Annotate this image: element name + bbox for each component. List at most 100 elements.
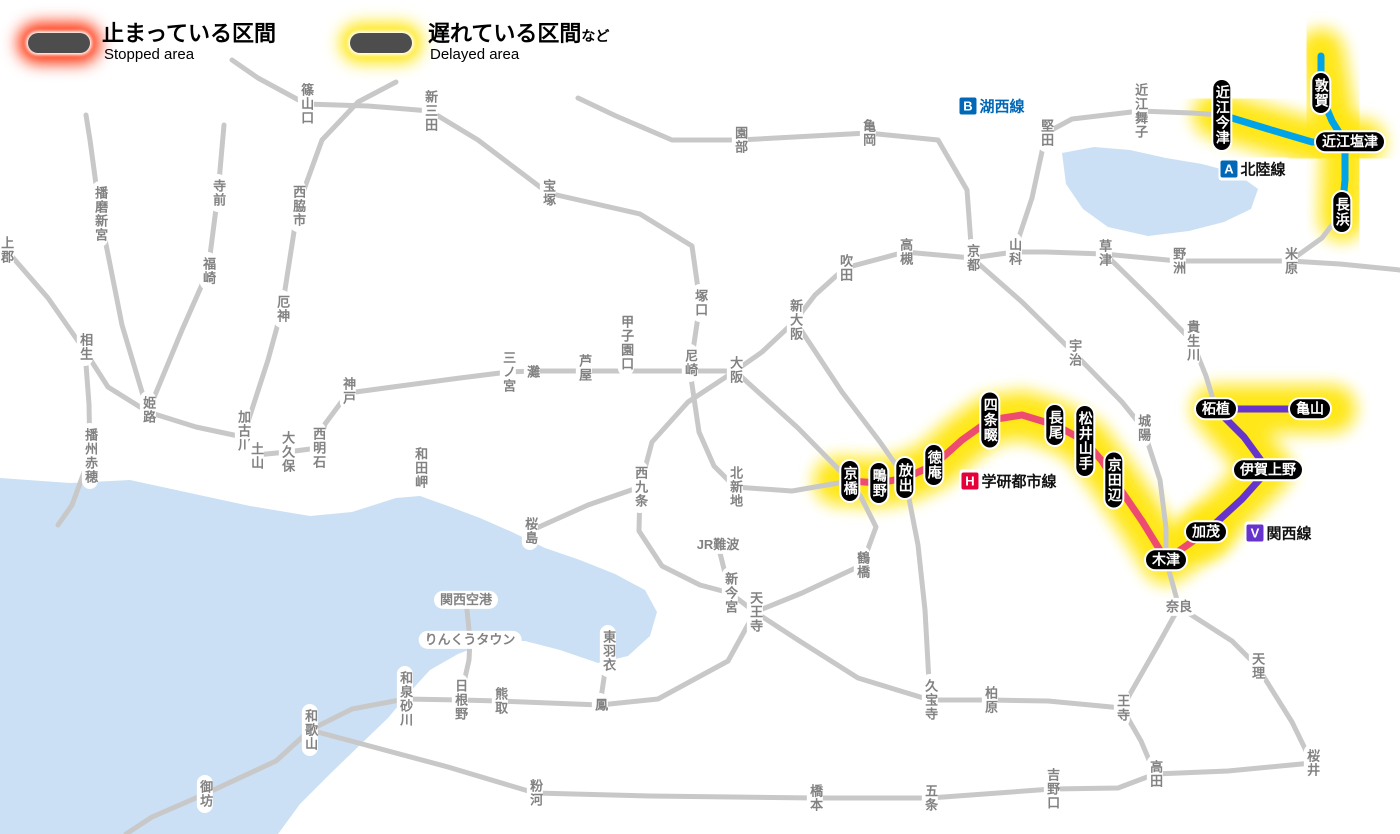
station-label: 天王寺 <box>746 586 764 638</box>
station-label: 亀岡 <box>859 114 877 152</box>
rail-tozai-line <box>687 368 853 494</box>
station-label: 西脇市 <box>289 180 307 232</box>
water-area <box>0 478 657 834</box>
rail-kyoto-line <box>732 249 975 374</box>
station-label: 草津 <box>1095 234 1113 272</box>
station-label: 姫路 <box>139 391 157 429</box>
rail-biwako-line <box>969 249 1400 273</box>
station-label: 甲子園口 <box>617 310 635 376</box>
station-label: 上郡 <box>0 231 15 269</box>
station-label: 園部 <box>731 121 749 159</box>
station-label: 加古川 <box>234 405 252 457</box>
rail-sanin-line <box>575 95 975 261</box>
station-label: 山科 <box>1005 233 1023 271</box>
rail-sakurai-line <box>1176 604 1315 766</box>
station-label: 長尾 <box>1046 405 1064 445</box>
station-label: 柏原 <box>981 681 999 719</box>
rail-sakurai-takada <box>1152 760 1315 777</box>
station-label: 東羽衣 <box>599 625 617 677</box>
rail-nara-line <box>969 255 1169 563</box>
station-label: 木津 <box>1146 550 1186 570</box>
station-label: 西明石 <box>309 422 327 474</box>
station-label: 敦賀 <box>1312 73 1330 113</box>
station-label: 和泉砂川 <box>396 666 414 732</box>
rail-kosei-line-gray <box>1011 108 1225 255</box>
station-label: 桜島 <box>521 512 539 550</box>
station-label: 日根野 <box>451 674 469 726</box>
line-name-label: 北陸線 <box>1240 161 1286 179</box>
station-label: 高田 <box>1146 755 1164 793</box>
station-label: 北新地 <box>726 461 744 513</box>
rail-kakogawa-line <box>240 79 399 440</box>
station-label: 四条畷 <box>981 392 999 448</box>
delayed-area-label-suffix: など <box>581 28 610 44</box>
rail-osaka-higashi-north <box>792 318 908 481</box>
station-label: 久宝寺 <box>921 674 939 726</box>
station-label: 塚口 <box>691 284 709 322</box>
station-label: 鴫野 <box>870 463 888 503</box>
station-label: りんくうタウン <box>418 630 522 650</box>
station-label: 三ノ宮 <box>499 346 517 398</box>
station-label: 寺前 <box>209 174 227 212</box>
station-label: 野洲 <box>1169 242 1187 280</box>
station-label: 近江塩津 <box>1316 132 1384 152</box>
station-label: 熊取 <box>491 682 509 720</box>
station-label: 王寺 <box>1113 689 1131 727</box>
water-area <box>1062 147 1258 236</box>
station-label: 柘植 <box>1196 399 1236 419</box>
station-label: 粉河 <box>526 774 544 812</box>
station-label: 奈良 <box>1159 597 1199 617</box>
station-label: 天理 <box>1248 647 1266 685</box>
station-label: 城陽 <box>1134 409 1152 447</box>
line-letter-icon: H <box>961 472 979 490</box>
legend: 止まっている区間 Stopped area 遅れている区間など Delayed … <box>0 0 700 80</box>
line-name-label: 関西線 <box>1266 525 1312 543</box>
station-label: 相生 <box>76 328 94 366</box>
station-label: 宇治 <box>1065 334 1083 372</box>
station-label: 西九条 <box>631 461 649 513</box>
line-name-label: 学研都市線 <box>981 473 1057 491</box>
rail-osaka-higashi-south <box>902 475 933 703</box>
station-label: 福崎 <box>199 252 217 290</box>
station-label: 堅田 <box>1037 114 1055 152</box>
station-label: 播州赤穂 <box>81 423 99 489</box>
station-label: JR難波 <box>690 535 746 555</box>
rail-sakurajima-line <box>527 484 643 534</box>
station-label: 橋本 <box>806 779 824 817</box>
station-label: 灘 <box>523 360 541 384</box>
station-label: 伊賀上野 <box>1234 460 1302 480</box>
line-letter-icon: V <box>1246 524 1264 542</box>
station-label: 和田岬 <box>411 442 429 494</box>
station-label: 五条 <box>921 779 939 817</box>
delayed-area-label-jp: 遅れている区間など <box>428 16 609 48</box>
station-label: 吉野口 <box>1043 763 1061 815</box>
station-label: 近江今津 <box>1213 80 1231 150</box>
station-label: 米原 <box>1281 242 1299 280</box>
rail-fukuchiyama-line <box>229 57 703 374</box>
station-label: 長浜 <box>1333 192 1351 232</box>
station-label: 篠山口 <box>297 78 315 130</box>
station-label: 亀山 <box>1290 399 1330 419</box>
station-label: 尼崎 <box>681 344 699 382</box>
station-label: 厄神 <box>273 290 291 328</box>
station-label: 和歌山 <box>301 704 319 756</box>
rail-yamatoji-west <box>752 609 1125 711</box>
station-label: 松井山手 <box>1076 406 1094 476</box>
station-label: 関西空港 <box>433 590 499 610</box>
stopped-area-swatch <box>28 33 90 53</box>
rail-loop-line-west <box>636 368 758 615</box>
station-label: 神戸 <box>339 372 357 410</box>
station-label: 大久保 <box>278 426 296 478</box>
station-label: 宝塚 <box>539 174 557 212</box>
station-label: 新今宮 <box>721 567 739 619</box>
station-label: 大阪 <box>726 351 744 389</box>
station-label: 京橋 <box>841 461 859 501</box>
rail-wakayama-line <box>307 705 1158 801</box>
line-letter-icon: A <box>1220 160 1238 178</box>
station-label: 近江舞子 <box>1131 78 1149 144</box>
line-letter-icon: B <box>959 97 977 115</box>
